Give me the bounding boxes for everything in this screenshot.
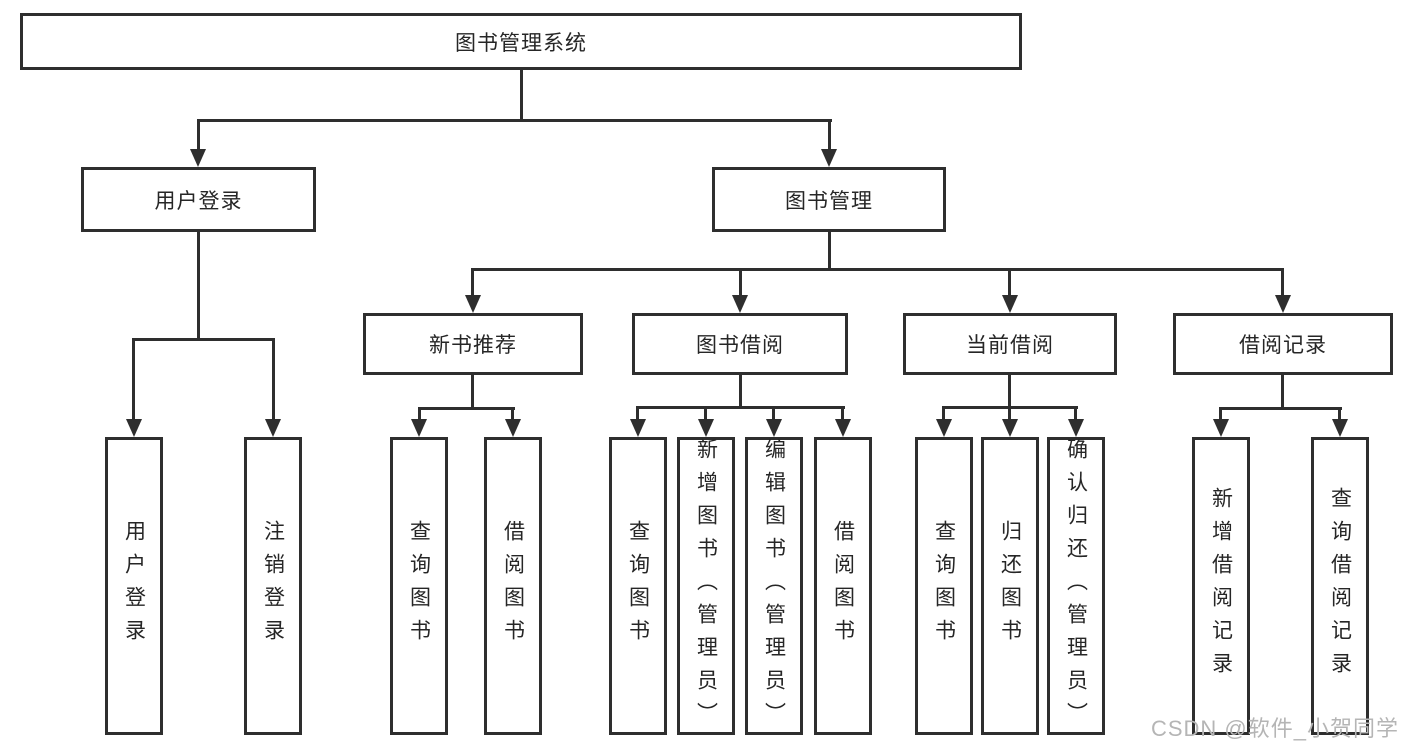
- connector-line: [511, 407, 514, 421]
- connector-line: [1338, 407, 1341, 421]
- connector-line: [636, 406, 639, 421]
- connector-line: [520, 70, 523, 119]
- csdn-watermark: CSDN @软件_小贺同学: [1150, 716, 1399, 741]
- connector-line: [132, 338, 135, 422]
- arrow-down-icon: [698, 419, 714, 437]
- arrow-down-icon: [1332, 419, 1348, 437]
- connector-line: [739, 268, 742, 298]
- connector-line: [828, 232, 831, 271]
- arrow-down-icon: [936, 419, 952, 437]
- leaf-bb-add-books-admin: 新增图书（管理员）: [677, 437, 735, 735]
- arrow-down-icon: [1002, 419, 1018, 437]
- leaf-nb-query-books: 查询图书: [390, 437, 448, 735]
- arrow-down-icon: [126, 419, 142, 437]
- connector-line: [1008, 375, 1011, 409]
- arrow-down-icon: [265, 419, 281, 437]
- leaf-cb-query-books: 查询图书: [915, 437, 973, 735]
- connector-line: [1008, 406, 1011, 421]
- leaf-br-add-record: 新增借阅记录: [1192, 437, 1250, 735]
- connector-line: [418, 407, 515, 410]
- node-borrowing-records: 借阅记录: [1173, 313, 1393, 375]
- connector-line: [197, 119, 832, 122]
- connector-line: [942, 406, 945, 421]
- connector-line: [704, 406, 707, 421]
- leaf-user-login: 用户登录: [105, 437, 163, 735]
- leaf-bb-query-books: 查询图书: [609, 437, 667, 735]
- leaf-bb-edit-books-admin: 编辑图书（管理员）: [745, 437, 803, 735]
- arrow-down-icon: [835, 419, 851, 437]
- connector-line: [828, 119, 831, 152]
- arrow-down-icon: [766, 419, 782, 437]
- connector-line: [637, 406, 845, 409]
- connector-line: [1220, 407, 1342, 410]
- connector-line: [1074, 406, 1077, 421]
- arrow-down-icon: [465, 295, 481, 313]
- arrow-down-icon: [1213, 419, 1229, 437]
- connector-line: [471, 268, 474, 298]
- node-library-management-system: 图书管理系统: [20, 13, 1022, 70]
- connector-line: [1219, 407, 1222, 421]
- arrow-down-icon: [1275, 295, 1291, 313]
- node-book-borrowing: 图书借阅: [632, 313, 848, 375]
- arrow-down-icon: [190, 149, 206, 167]
- connector-line: [197, 232, 200, 341]
- arrow-down-icon: [505, 419, 521, 437]
- arrow-down-icon: [1002, 295, 1018, 313]
- connector-line: [197, 119, 200, 152]
- arrow-down-icon: [411, 419, 427, 437]
- connector-line: [471, 375, 474, 410]
- connector-line: [772, 406, 775, 421]
- leaf-nb-borrow-books: 借阅图书: [484, 437, 542, 735]
- connector-line: [132, 338, 275, 341]
- node-new-book-recommendation: 新书推荐: [363, 313, 583, 375]
- leaf-cb-return-books: 归还图书: [981, 437, 1039, 735]
- connector-line: [841, 406, 844, 421]
- arrow-down-icon: [821, 149, 837, 167]
- node-book-management: 图书管理: [712, 167, 946, 232]
- connector-line: [1281, 268, 1284, 298]
- connector-line: [1281, 375, 1284, 409]
- node-current-borrowing: 当前借阅: [903, 313, 1117, 375]
- leaf-br-query-record: 查询借阅记录: [1311, 437, 1369, 735]
- arrow-down-icon: [1068, 419, 1084, 437]
- node-user-login: 用户登录: [81, 167, 316, 232]
- arrow-down-icon: [732, 295, 748, 313]
- connector-line: [739, 375, 742, 409]
- leaf-logout: 注销登录: [244, 437, 302, 735]
- connector-line: [1008, 268, 1011, 298]
- connector-line: [418, 407, 421, 421]
- connector-line: [272, 338, 275, 422]
- arrow-down-icon: [630, 419, 646, 437]
- leaf-cb-confirm-return-admin: 确认归还（管理员）: [1047, 437, 1105, 735]
- connector-line: [471, 268, 1284, 271]
- leaf-bb-borrow-books: 借阅图书: [814, 437, 872, 735]
